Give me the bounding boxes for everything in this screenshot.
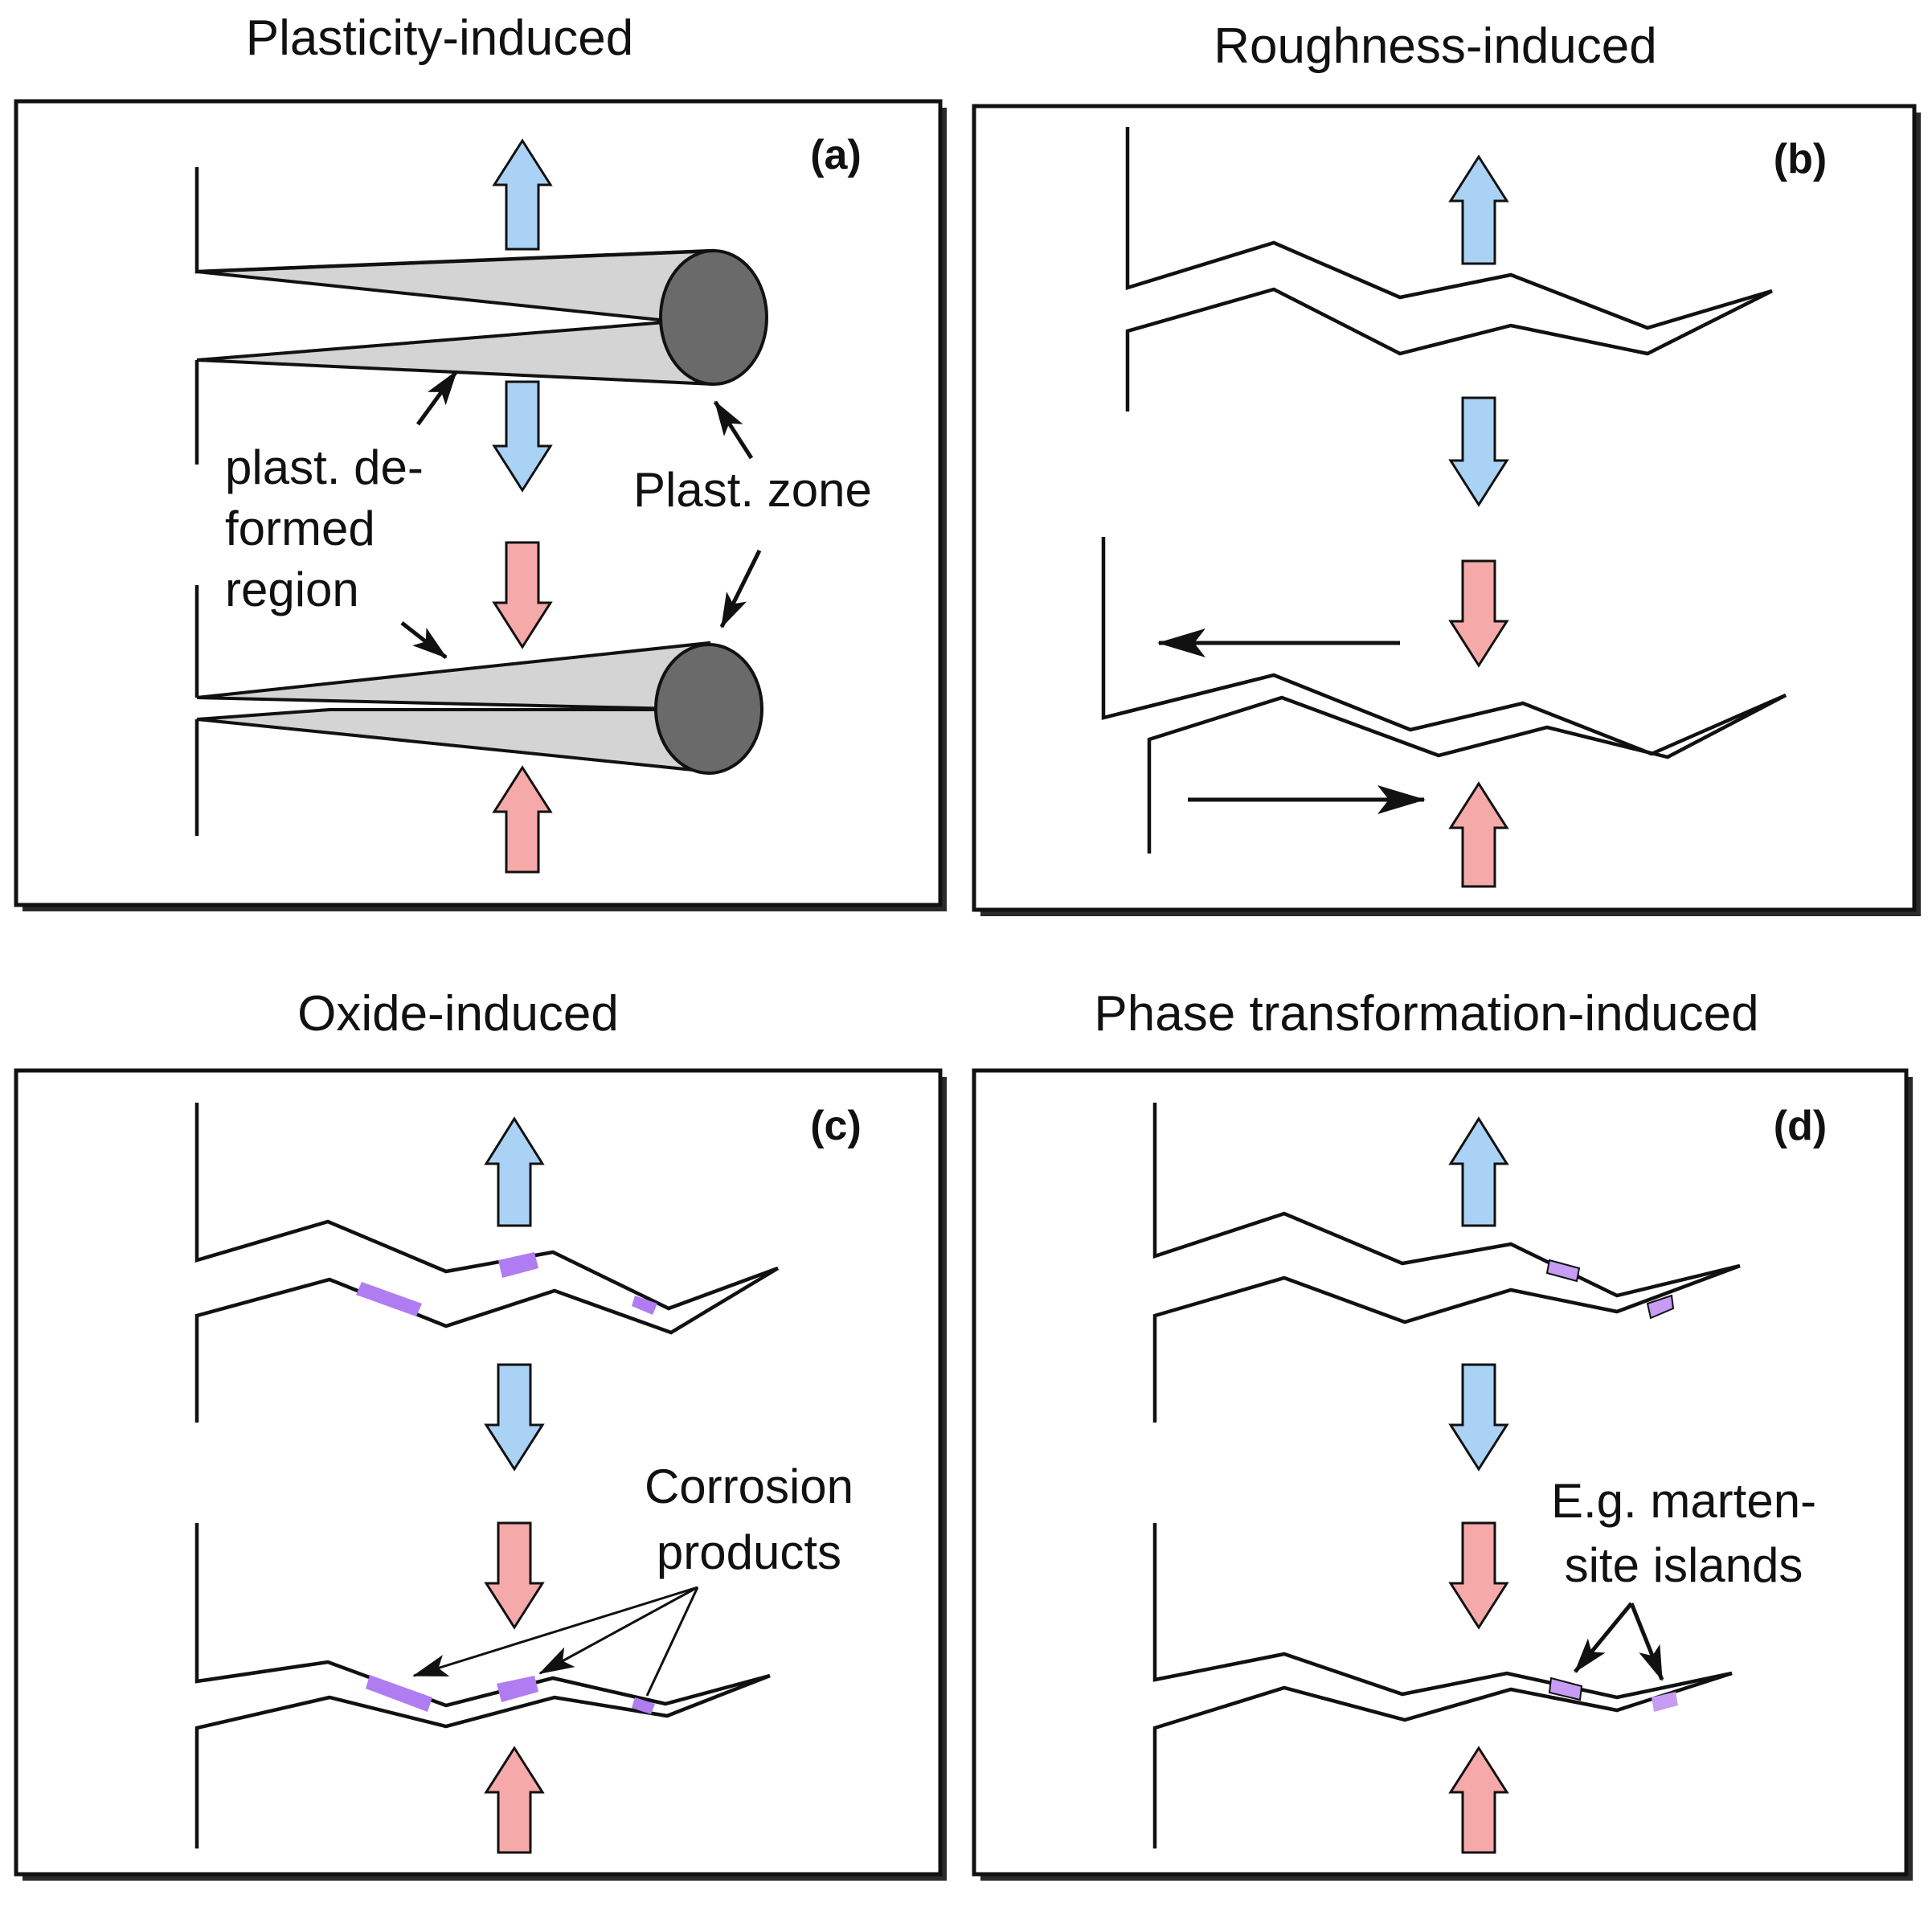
- panel-b-title: Roughness-induced: [1214, 18, 1657, 74]
- oxide-patch: [366, 1675, 432, 1712]
- plastic-zone-top: [659, 249, 768, 386]
- oxide-patch: [356, 1282, 422, 1316]
- panel-d: Phase transformation-induced (d) E.g. ma…: [972, 986, 1913, 1881]
- tension-arrow-down: [492, 380, 553, 493]
- martensite-label-2: site islands: [1565, 1538, 1803, 1592]
- tension-arrow-up: [1448, 154, 1509, 265]
- panel-a-tag: (a): [810, 132, 862, 178]
- tension-arrow-down: [484, 1363, 545, 1472]
- tension-arrow-up: [1448, 1116, 1509, 1227]
- phase-crack-top-upper: [1152, 1103, 1741, 1298]
- oxide-patch: [632, 1697, 655, 1714]
- corrosion-label-2: products: [657, 1525, 841, 1579]
- pointer-martensite-1: [1574, 1602, 1633, 1673]
- pointer-zone-top: [713, 400, 754, 460]
- panel-b-frame: [972, 104, 1917, 912]
- plastic-crack-bottom: [194, 585, 763, 836]
- rough-crack-bottom-lower: [1147, 694, 1787, 854]
- rough-crack-top-upper: [1125, 127, 1773, 330]
- panel-b-tag: (b): [1774, 136, 1827, 182]
- tension-arrow-up: [492, 138, 553, 251]
- oxide-crack-top-lower: [194, 1267, 780, 1423]
- panel-c: Oxide-induced (c) Corrosion products: [14, 986, 947, 1881]
- pointer-corrosion-2: [538, 1586, 698, 1675]
- panel-a-frame: [14, 99, 943, 907]
- compression-arrow-up: [1448, 781, 1509, 888]
- oxide-crack-bottom-lower: [194, 1673, 771, 1848]
- panel-a: Plasticity-induced (a) plast. de- formed…: [14, 10, 947, 911]
- panel-b: Roughness-induced (b): [972, 18, 1921, 916]
- martensite-label-1: E.g. marten-: [1551, 1474, 1816, 1528]
- rough-crack-top-lower: [1125, 287, 1774, 411]
- tension-arrow-down: [1448, 396, 1509, 507]
- plast-deformed-label-1: plast. de-: [225, 440, 424, 494]
- martensite-island: [1646, 1294, 1675, 1320]
- compression-arrow-up: [492, 765, 553, 874]
- panel-d-title: Phase transformation-induced: [1094, 986, 1758, 1042]
- pointer-martensite-2: [1629, 1603, 1664, 1681]
- oxide-patch: [497, 1676, 538, 1702]
- phase-crack-bottom-upper: [1152, 1523, 1733, 1700]
- panel-d-tag: (d): [1774, 1103, 1827, 1149]
- oxide-crack-top-upper: [194, 1103, 779, 1311]
- tension-arrow-up: [484, 1116, 545, 1227]
- panel-a-title: Plasticity-induced: [246, 10, 633, 66]
- compression-arrow-up: [1448, 1746, 1509, 1854]
- phase-crack-bottom-lower: [1152, 1671, 1733, 1848]
- compression-arrow-down: [484, 1521, 545, 1630]
- oxide-patch: [498, 1252, 538, 1278]
- oxide-patch: [632, 1296, 657, 1315]
- panel-c-tag: (c): [810, 1103, 862, 1149]
- tension-arrow-down: [1448, 1363, 1509, 1472]
- compression-arrow-down: [1448, 559, 1509, 668]
- phase-crack-top-lower: [1152, 1263, 1741, 1423]
- plast-zone-label: Plast. zone: [633, 463, 872, 517]
- corrosion-label-1: Corrosion: [645, 1460, 853, 1513]
- plast-deformed-label-2: formed: [225, 502, 375, 555]
- martensite-island: [1652, 1692, 1678, 1712]
- plastic-crack-top: [194, 167, 768, 465]
- martensite-island: [1548, 1676, 1583, 1701]
- plast-deformed-label-3: region: [225, 563, 359, 616]
- pointer-deformed-bottom: [400, 621, 448, 659]
- pointer-deformed-top: [415, 370, 459, 426]
- pointer-corrosion-3: [645, 1586, 699, 1697]
- compression-arrow-down: [492, 541, 553, 649]
- panel-c-frame: [14, 1068, 943, 1877]
- panel-d-frame: [972, 1068, 1909, 1877]
- panel-c-title: Oxide-induced: [297, 986, 619, 1042]
- plastic-zone-bottom: [654, 643, 763, 775]
- oxide-crack-bottom-upper: [194, 1523, 771, 1708]
- pointer-corrosion-1: [412, 1586, 698, 1677]
- compression-arrow-down: [1448, 1521, 1509, 1630]
- pointer-zone-bottom: [719, 549, 762, 628]
- martensite-island: [1545, 1259, 1581, 1283]
- compression-arrow-up: [484, 1746, 545, 1854]
